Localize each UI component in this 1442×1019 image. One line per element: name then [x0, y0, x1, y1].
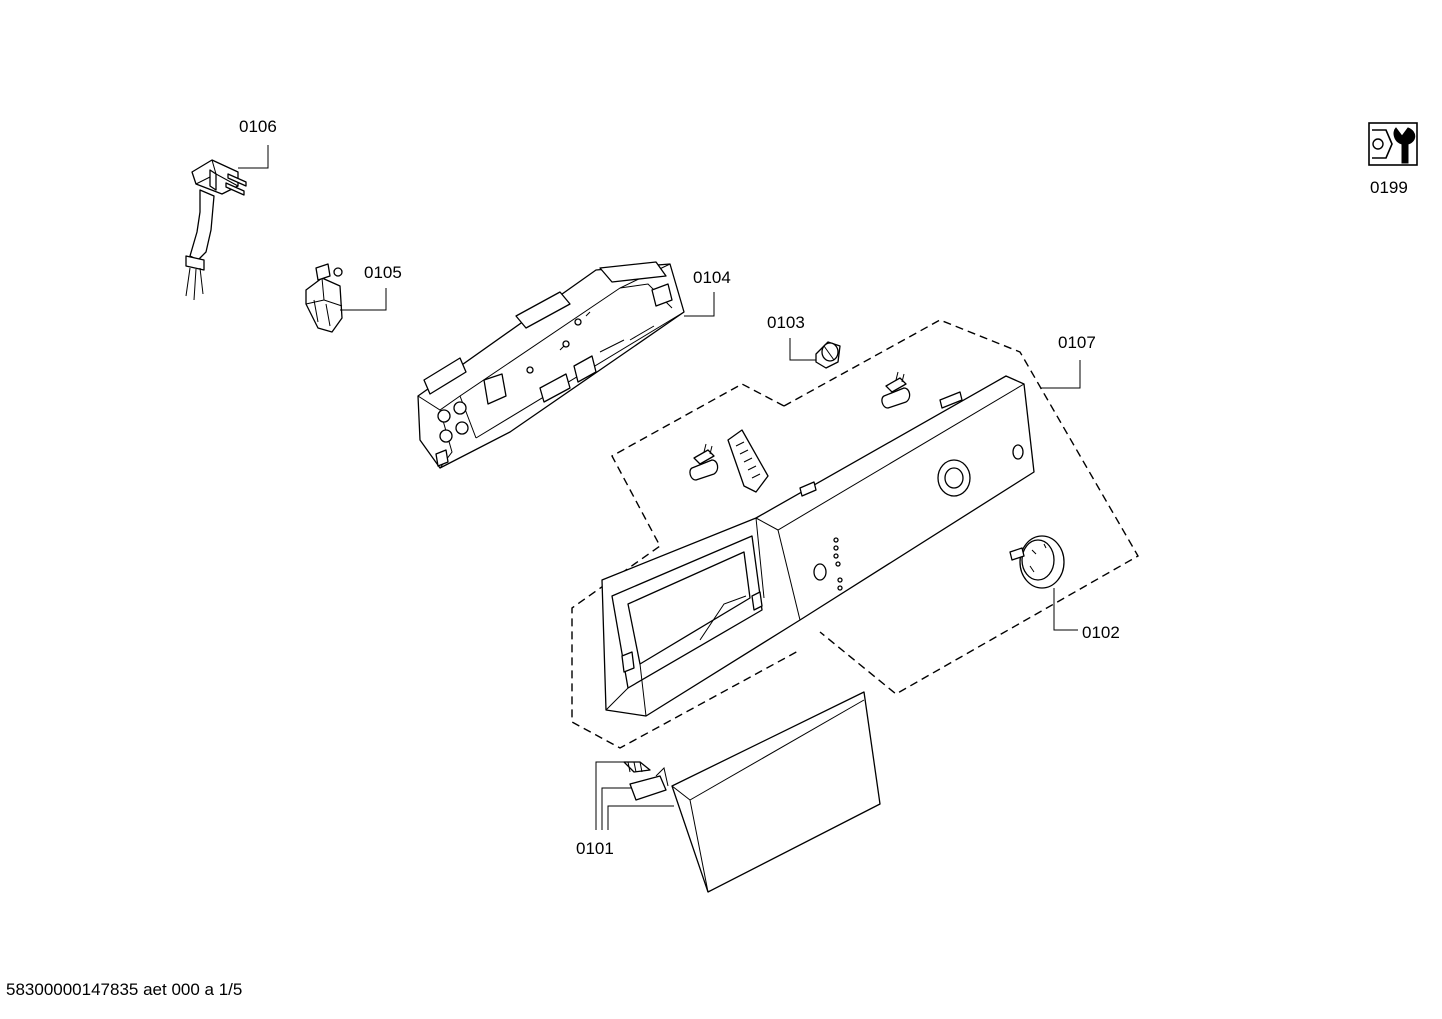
part-0103-push-button[interactable]	[815, 341, 841, 369]
label-0106: 0106	[239, 117, 277, 136]
part-light-guide-left[interactable]	[689, 443, 719, 481]
part-0101-clip[interactable]	[629, 767, 669, 801]
label-0103: 0103	[767, 313, 805, 332]
part-0107-control-panel[interactable]	[601, 375, 1035, 717]
leader-0105	[340, 288, 387, 311]
part-0106-mains-cable[interactable]	[185, 159, 247, 301]
document-footer-reference: 58300000147835 aet 000 a 1/5	[6, 980, 243, 999]
label-0199: 0199	[1370, 178, 1408, 197]
label-0102: 0102	[1082, 623, 1120, 642]
part-0102-rotary-knob[interactable]	[1009, 535, 1065, 589]
leader-0104	[684, 292, 715, 317]
part-led-strip[interactable]	[727, 429, 769, 493]
part-0105-connector[interactable]	[305, 263, 343, 333]
part-0104-module-housing[interactable]	[417, 261, 685, 469]
leader-0103	[789, 338, 816, 361]
label-0104: 0104	[693, 268, 731, 287]
leader-0102	[1053, 588, 1078, 631]
leader-0106	[238, 145, 269, 169]
part-light-guide-top[interactable]	[881, 371, 911, 409]
label-0101: 0101	[576, 839, 614, 858]
part-0101-screw[interactable]	[623, 761, 651, 773]
wrench-nut-icon[interactable]	[1368, 122, 1418, 166]
label-0107: 0107	[1058, 333, 1096, 352]
leader-0101	[595, 761, 674, 830]
leader-0107	[1040, 360, 1081, 389]
part-0101-drawer-handle[interactable]	[671, 691, 881, 893]
label-0105: 0105	[364, 263, 402, 282]
